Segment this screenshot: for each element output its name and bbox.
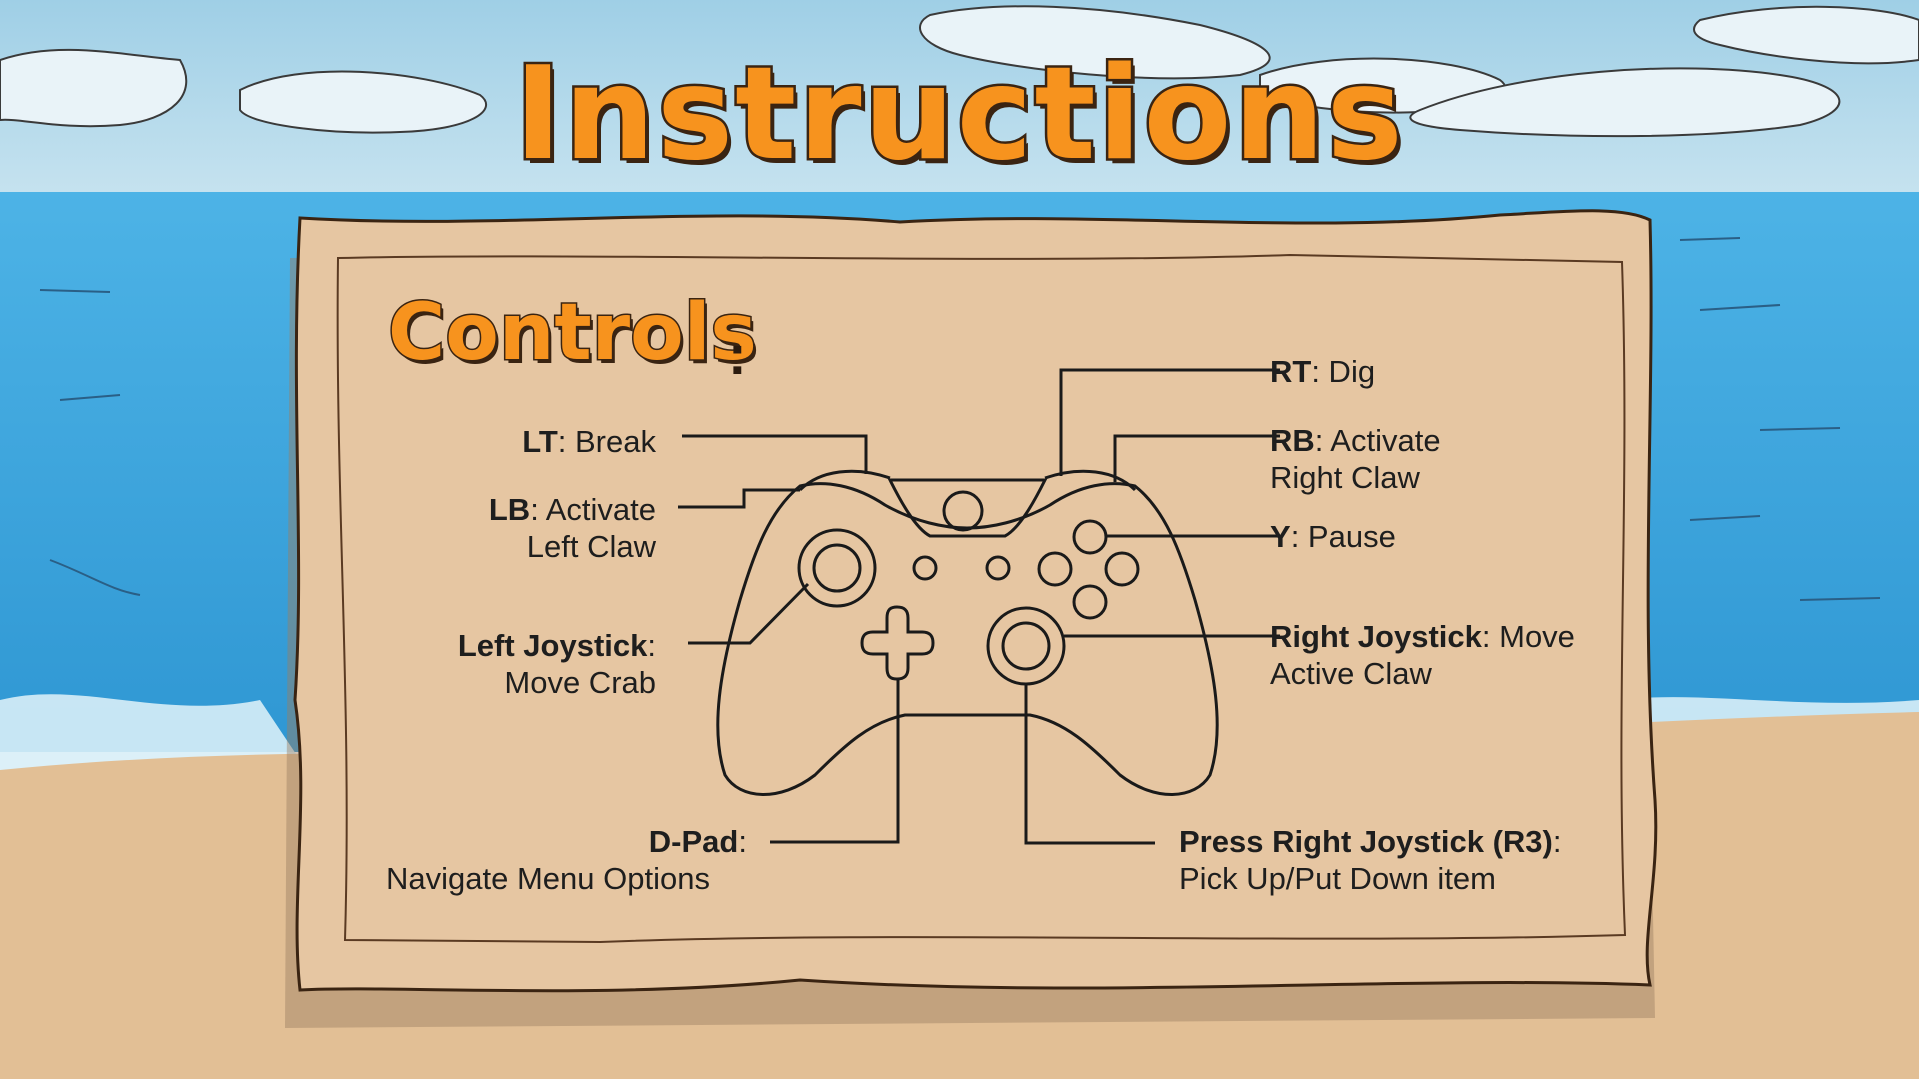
rb-action: : Activate xyxy=(1314,423,1441,458)
y-key: Y xyxy=(1270,519,1291,554)
wave-lines xyxy=(39,237,1881,601)
page-title: Instructions xyxy=(512,38,1406,192)
menu-button xyxy=(985,555,1011,581)
b-button-icon xyxy=(1104,551,1140,587)
lt-action: : Break xyxy=(557,424,656,459)
right-joystick-key: Right Joystick xyxy=(1270,619,1482,654)
rt-action: : Dig xyxy=(1311,354,1376,389)
left-joystick-action: Move Crab xyxy=(504,665,656,700)
left-joystick-ring xyxy=(797,528,877,608)
dpad-icon xyxy=(860,605,935,681)
lt-label: LT: Break xyxy=(522,423,656,460)
dpad-colon: : xyxy=(738,824,747,859)
lt-callout xyxy=(682,434,868,474)
right-joystick-action-line2: Active Claw xyxy=(1270,656,1432,691)
left-joystick-cap xyxy=(812,543,862,593)
view-button xyxy=(912,555,938,581)
rb-label: RB: Activate Right Claw xyxy=(1270,422,1441,496)
r3-key: Press Right Joystick (R3) xyxy=(1179,824,1553,859)
r3-action: Pick Up/Put Down item xyxy=(1179,861,1496,896)
rt-label: RT: Dig xyxy=(1270,353,1375,390)
rb-callout xyxy=(1113,434,1280,482)
clouds xyxy=(0,5,1919,138)
rb-action-line2: Right Claw xyxy=(1270,460,1420,495)
r3-colon: : xyxy=(1552,824,1562,859)
left-joystick-colon: : xyxy=(647,628,656,663)
x-button-icon xyxy=(1037,551,1073,587)
dpad-callout xyxy=(770,680,900,844)
dpad-action: Navigate Menu Options xyxy=(386,861,710,896)
y-action: : Pause xyxy=(1290,519,1396,554)
controller-body xyxy=(716,482,1219,796)
lb-action: : Activate xyxy=(530,492,656,527)
r3-callout xyxy=(1024,684,1155,845)
rt-key: RT xyxy=(1270,354,1312,389)
r3-label: Press Right Joystick (R3): Pick Up/Put D… xyxy=(1179,823,1561,897)
rt-callout xyxy=(1059,368,1280,476)
guide-button xyxy=(942,490,984,532)
lt-key: LT xyxy=(522,424,558,459)
controller xyxy=(716,469,1219,796)
a-button-icon xyxy=(1072,584,1108,620)
rb-key: RB xyxy=(1270,423,1315,458)
y-label: Y: Pause xyxy=(1270,518,1396,555)
parchment xyxy=(293,209,1658,993)
controls-heading: Controls xyxy=(387,287,759,380)
lb-callout xyxy=(678,488,800,509)
rb-bumper xyxy=(1044,469,1137,492)
lb-key: LB xyxy=(488,492,531,527)
dpad-key: D-Pad xyxy=(648,824,739,859)
lb-bumper xyxy=(798,469,891,492)
callout-lines xyxy=(678,368,1280,845)
left-joystick-label: Left Joystick: Move Crab xyxy=(458,627,656,701)
left-joystick-callout xyxy=(688,582,810,645)
parchment-inner-border xyxy=(336,253,1627,944)
controls-heading-colon: : xyxy=(728,323,747,386)
right-joystick-label: Right Joystick: Move Active Claw xyxy=(1270,618,1575,692)
dpad-label: D-Pad: xyxy=(649,823,747,860)
lb-action-line2: Left Claw xyxy=(526,529,656,564)
guide-panel xyxy=(887,478,1048,538)
right-joystick-cap xyxy=(1001,621,1051,671)
lb-label: LB: Activate Left Claw xyxy=(489,491,656,565)
right-joystick-action: : Move xyxy=(1481,619,1575,654)
left-joystick-key: Left Joystick xyxy=(457,628,648,663)
